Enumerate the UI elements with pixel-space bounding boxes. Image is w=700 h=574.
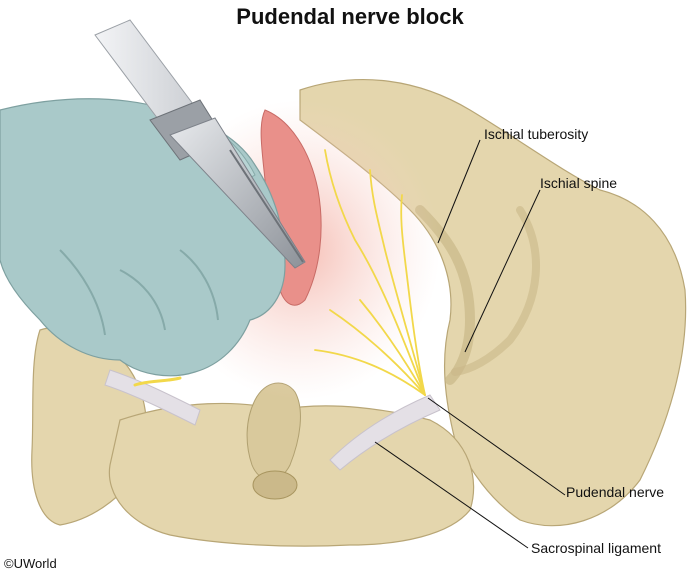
sacral-foramen — [252, 470, 298, 500]
glove-knuckle-1 — [119, 269, 166, 331]
glove-knuckle-2 — [179, 249, 219, 321]
right-sacrospinal-ligament — [329, 394, 441, 471]
label-sacrospinal-ligament: Sacrospinal ligament — [531, 540, 661, 556]
leader-ischial-tuberosity — [437, 139, 481, 244]
diagram-title: Pudendal nerve block — [236, 4, 464, 29]
pudendal-nerve-right — [314, 149, 426, 396]
glove-knuckle-3 — [59, 249, 106, 336]
needle — [229, 149, 304, 263]
label-ischial-spine: Ischial spine — [540, 175, 618, 191]
leader-pudendal-nerve — [427, 397, 566, 496]
label-ischial-tuberosity: Ischial tuberosity — [484, 126, 589, 142]
pudendal-nerve-left — [133, 376, 182, 387]
leader-ischial-spine — [464, 189, 541, 353]
needle-guide — [169, 117, 306, 269]
ischial-spine-shape — [451, 206, 540, 376]
left-sacrospinal-ligament — [104, 369, 201, 426]
copyright-notice: ©UWorld — [4, 556, 57, 571]
label-pudendal-nerve: Pudendal nerve — [566, 484, 665, 500]
leader-sacrospinal-ligament — [374, 441, 529, 549]
